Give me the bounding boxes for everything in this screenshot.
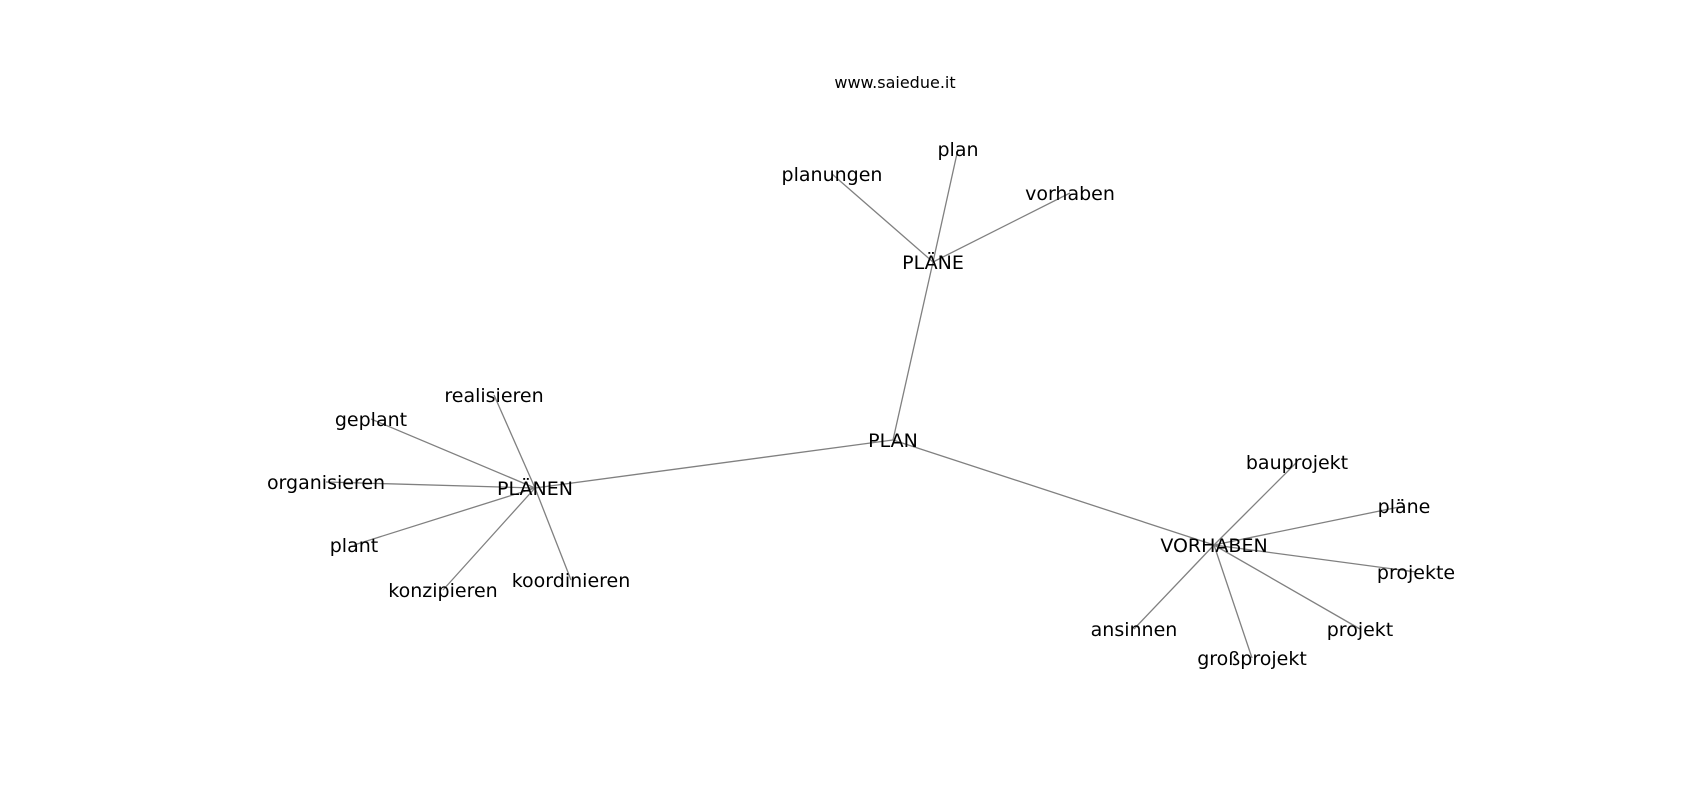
edge-plan-to-vorhaben (892, 439, 1215, 546)
node-label-planungen: planungen (782, 164, 883, 186)
edge-plaene-to-planungen (831, 173, 934, 263)
edge-plan-to-plaene (892, 261, 934, 441)
edge-plaenen-to-koordinieren (534, 487, 572, 581)
edge-vorhaben-to-plaene (1213, 505, 1405, 546)
edge-vorhaben-to-projekte (1213, 544, 1417, 573)
node-label-geplant: geplant (335, 409, 407, 431)
edge-plaenen-to-geplant (370, 418, 536, 489)
node-label-projekte: projekte (1377, 562, 1455, 584)
edge-plaenen-to-realisieren (493, 394, 536, 489)
node-label-plan-root: PLAN (868, 430, 918, 452)
node-label-plaene-leaf: pläne (1378, 496, 1431, 518)
node-label-projekt: projekt (1327, 619, 1394, 641)
edge-vorhaben-to-ansinnen (1133, 544, 1215, 630)
node-label-koordinieren: koordinieren (512, 570, 631, 592)
node-label-vorhaben-hub: VORHABEN (1160, 535, 1267, 557)
node-label-konzipieren: konzipieren (388, 580, 497, 602)
node-label-plan-leaf: plan (937, 139, 978, 161)
node-label-plant: plant (330, 535, 378, 557)
node-label-organisieren: organisieren (267, 472, 385, 494)
edges-layer (325, 148, 1417, 659)
node-label-plaenen-hub: PLÄNEN (497, 477, 573, 500)
edge-plaene-to-plan (932, 148, 959, 263)
watermark-text: www.saiedue.it (834, 73, 955, 92)
node-label-bauprojekt: bauprojekt (1246, 452, 1348, 474)
node-label-ansinnen: ansinnen (1091, 619, 1178, 641)
edge-vorhaben-to-bauprojekt (1213, 461, 1298, 546)
nodes-layer: PLAN PLÄNE PLÄNEN VORHABEN plan planungen vorh… (267, 139, 1455, 670)
node-label-realisieren: realisieren (444, 385, 543, 407)
edge-plaenen-to-plant (353, 487, 536, 546)
edge-vorhaben-to-projekt (1213, 544, 1361, 630)
edge-vorhaben-to-grossprojekt (1213, 544, 1253, 659)
node-label-vorhaben-leaf: vorhaben (1025, 183, 1115, 205)
edge-plaenen-to-organisieren (325, 481, 536, 489)
node-label-plaene-hub: PLÄNE (902, 251, 964, 274)
edge-plaene-to-vorhaben (932, 192, 1071, 263)
edge-plan-to-plaenen (534, 439, 894, 489)
node-label-grossprojekt: großprojekt (1197, 648, 1307, 670)
edge-plaenen-to-konzipieren (442, 487, 536, 591)
